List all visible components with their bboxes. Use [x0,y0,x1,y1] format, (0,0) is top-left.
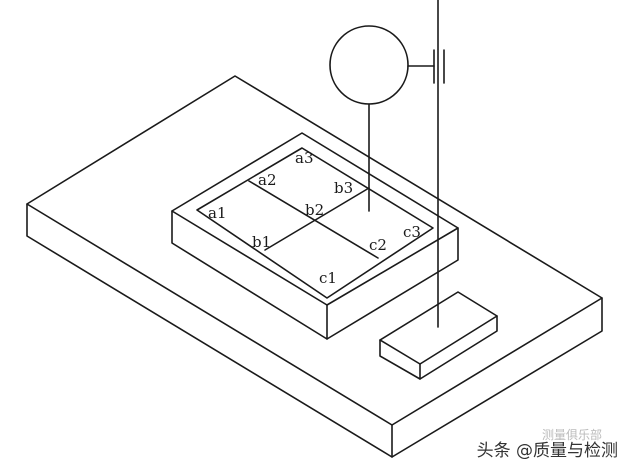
label-c2: c2 [369,236,387,254]
label-b3: b3 [334,179,353,197]
label-b1: b1 [252,233,271,251]
point-labels: a1 a2 a3 b1 b2 b3 c1 c2 c3 [208,149,421,287]
measurement-area [196,147,434,299]
electrode-box [379,291,498,380]
watermark-faint: 测量俱乐部 [541,428,602,442]
label-b2: b2 [305,201,324,219]
probe-circuit [329,0,445,328]
base-plate [26,75,603,458]
grid-line [264,187,370,251]
test-block [171,132,459,340]
grid-line [248,180,379,259]
meter-circle [329,25,409,105]
label-a3: a3 [295,149,314,167]
label-c3: c3 [403,223,421,241]
label-a1: a1 [208,204,227,222]
label-a2: a2 [258,171,277,189]
watermark: 头条 @质量与检测 [476,441,618,461]
label-c1: c1 [319,269,337,287]
